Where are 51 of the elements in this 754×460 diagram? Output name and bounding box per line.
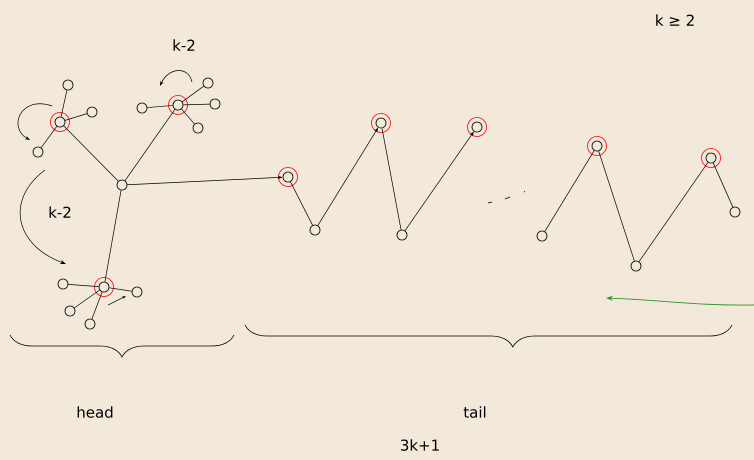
vertex bbox=[210, 98, 220, 110]
vertex bbox=[202, 78, 214, 88]
vertex bbox=[58, 278, 68, 290]
edge bbox=[92, 292, 102, 320]
edge bbox=[290, 181, 313, 226]
edge bbox=[124, 109, 176, 181]
vertex bbox=[310, 224, 320, 236]
edge bbox=[74, 290, 100, 308]
vertex bbox=[192, 122, 204, 134]
vertex bbox=[396, 230, 408, 240]
edge bbox=[598, 150, 635, 262]
edge bbox=[68, 284, 99, 287]
math-label: 3k+1 bbox=[400, 439, 439, 451]
vertex bbox=[62, 80, 74, 90]
edge bbox=[183, 104, 210, 106]
edge bbox=[712, 162, 734, 208]
vertex bbox=[132, 286, 142, 298]
vertex bbox=[536, 230, 548, 242]
edge bbox=[182, 86, 204, 102]
vertex bbox=[94, 277, 114, 297]
math-label: k-2 bbox=[50, 206, 70, 218]
vertex bbox=[168, 95, 188, 115]
edge bbox=[109, 287, 132, 292]
edge bbox=[60, 90, 68, 118]
vertex bbox=[64, 306, 76, 316]
vertex bbox=[371, 113, 391, 133]
vertex bbox=[32, 146, 44, 158]
math-label: k-2 bbox=[174, 39, 194, 51]
vertex bbox=[86, 106, 98, 118]
edge bbox=[64, 113, 88, 121]
vertex bbox=[50, 112, 70, 132]
vertex bbox=[701, 148, 721, 168]
math-label: tail bbox=[464, 406, 486, 418]
edge bbox=[147, 105, 173, 108]
vertex bbox=[116, 180, 128, 190]
vertex bbox=[136, 102, 148, 114]
edge bbox=[638, 162, 708, 262]
edge bbox=[544, 150, 595, 232]
edge bbox=[63, 126, 119, 182]
math-label: head bbox=[78, 406, 112, 418]
vertex bbox=[278, 167, 298, 187]
edge bbox=[181, 108, 195, 124]
vertex bbox=[84, 318, 96, 330]
edge bbox=[382, 128, 402, 230]
vertex bbox=[467, 117, 487, 137]
vertex bbox=[587, 136, 607, 156]
math-label: k ≥ 2 bbox=[656, 14, 694, 26]
edge bbox=[104, 190, 122, 282]
edge bbox=[40, 126, 58, 148]
vertex bbox=[730, 206, 740, 218]
vertex bbox=[630, 260, 642, 272]
